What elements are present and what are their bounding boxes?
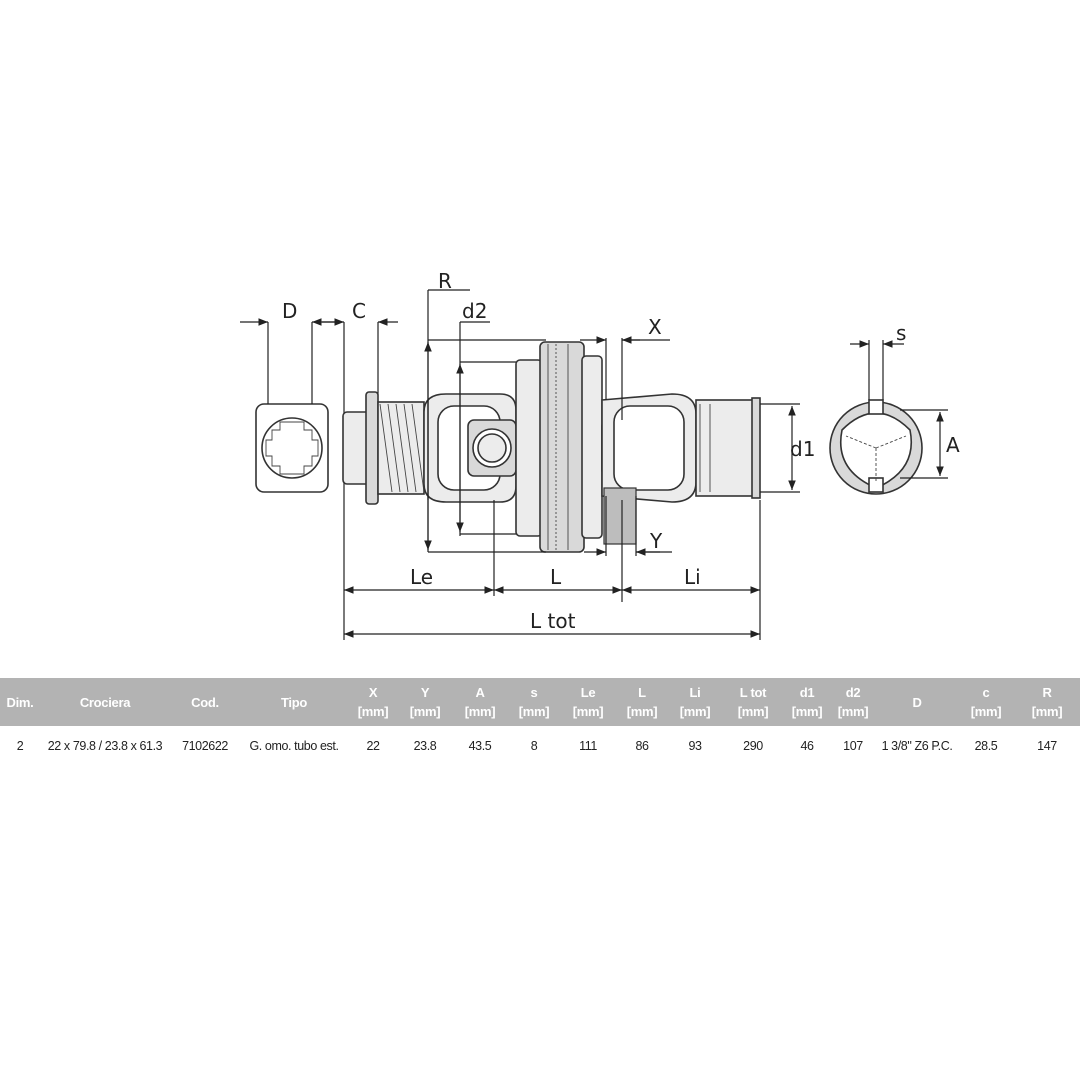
- cell-y: 23.8: [413, 739, 437, 753]
- cell-l: 86: [635, 739, 649, 753]
- tube-section-view: s A: [829, 321, 960, 495]
- header-r: R[mm]: [1014, 678, 1080, 726]
- label-D: D: [282, 299, 297, 323]
- technical-drawing: D C: [240, 269, 960, 640]
- cell-crociera: 22 x 79.8 / 23.8 x 61.3: [47, 739, 163, 753]
- dim-d1: d1: [760, 403, 815, 493]
- header-dim: Dim.: [0, 678, 40, 726]
- header-le: Le[mm]: [560, 678, 616, 726]
- header-d1: d1[mm]: [784, 678, 830, 726]
- table-row: 2 22 x 79.8 / 23.8 x 61.3 7102622 G. omo…: [0, 726, 1080, 766]
- spec-table: Dim. Crociera Cod. Tipo X[mm] Y[mm] A[mm…: [0, 678, 1080, 766]
- header-x: X[mm]: [348, 678, 398, 726]
- spline-end-view: D: [240, 299, 340, 493]
- label-d2: d2: [462, 299, 487, 323]
- cell-d2: 107: [843, 739, 863, 753]
- label-s: s: [896, 321, 906, 345]
- cell-cod: 7102622: [182, 739, 228, 753]
- header-cod: Cod.: [170, 678, 240, 726]
- cell-le: 111: [579, 739, 597, 753]
- header-s: s[mm]: [508, 678, 560, 726]
- header-ltot: L tot[mm]: [722, 678, 784, 726]
- header-y: Y[mm]: [398, 678, 452, 726]
- label-Y: Y: [649, 529, 663, 553]
- header-a: A[mm]: [452, 678, 508, 726]
- label-C: C: [352, 299, 366, 323]
- label-L: L: [550, 565, 562, 589]
- cell-d: 1 3/8" Z6 P.C.: [881, 739, 953, 753]
- header-l: L[mm]: [616, 678, 668, 726]
- pto-shaft-assembly: [342, 341, 761, 553]
- header-crociera: Crociera: [40, 678, 170, 726]
- label-Le: Le: [410, 565, 433, 589]
- label-X: X: [648, 315, 662, 339]
- cell-x: 22: [366, 739, 380, 753]
- cell-a: 43.5: [468, 739, 492, 753]
- label-A: A: [946, 433, 960, 457]
- label-Ltot: L tot: [530, 609, 576, 633]
- label-d1: d1: [790, 437, 815, 461]
- header-tipo: Tipo: [240, 678, 348, 726]
- dim-Y: Y: [584, 496, 672, 556]
- dim-lengths: Le L Li L tot: [344, 500, 761, 640]
- table-header-row: Dim. Crociera Cod. Tipo X[mm] Y[mm] A[mm…: [0, 678, 1080, 726]
- cell-s: 8: [530, 739, 538, 753]
- cell-dim: 2: [16, 739, 24, 753]
- cell-li: 93: [688, 739, 702, 753]
- header-d2: d2[mm]: [830, 678, 876, 726]
- header-d: D: [876, 678, 958, 726]
- header-c: c[mm]: [958, 678, 1014, 726]
- cell-c: 28.5: [974, 739, 998, 753]
- label-Li: Li: [684, 565, 701, 589]
- cell-ltot: 290: [743, 739, 763, 753]
- header-li: Li[mm]: [668, 678, 722, 726]
- cell-d1: 46: [800, 739, 814, 753]
- label-R: R: [438, 269, 452, 293]
- dim-X: X: [580, 315, 670, 420]
- dim-R-d2: R d2: [424, 269, 546, 553]
- cell-tipo: G. omo. tubo est.: [249, 739, 339, 753]
- cell-r: 147: [1037, 739, 1057, 753]
